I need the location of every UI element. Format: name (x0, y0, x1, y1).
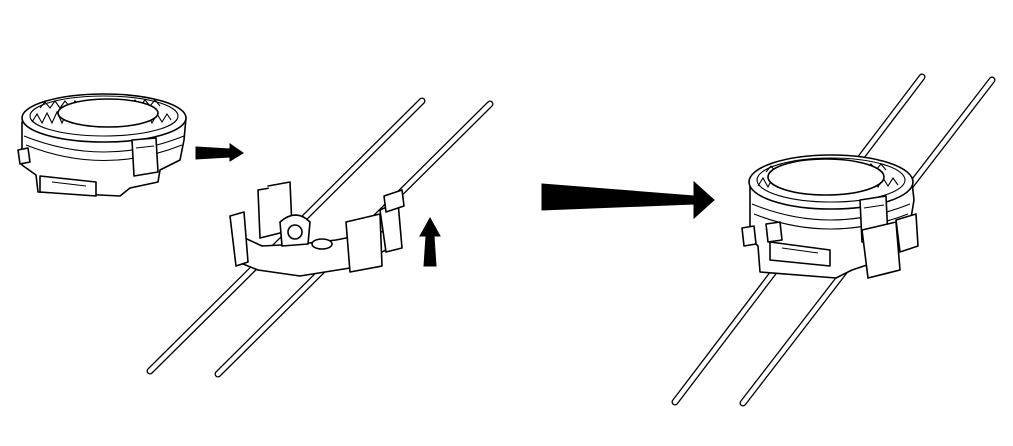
fixture-head-loose (17, 93, 187, 197)
parallel-rods-left (146, 97, 494, 378)
mounting-bracket (229, 181, 405, 277)
push-up-arrow (419, 216, 441, 267)
result-arrow (541, 180, 715, 220)
insert-head-arrow (195, 143, 244, 162)
fixture-head-assembled (741, 154, 919, 279)
